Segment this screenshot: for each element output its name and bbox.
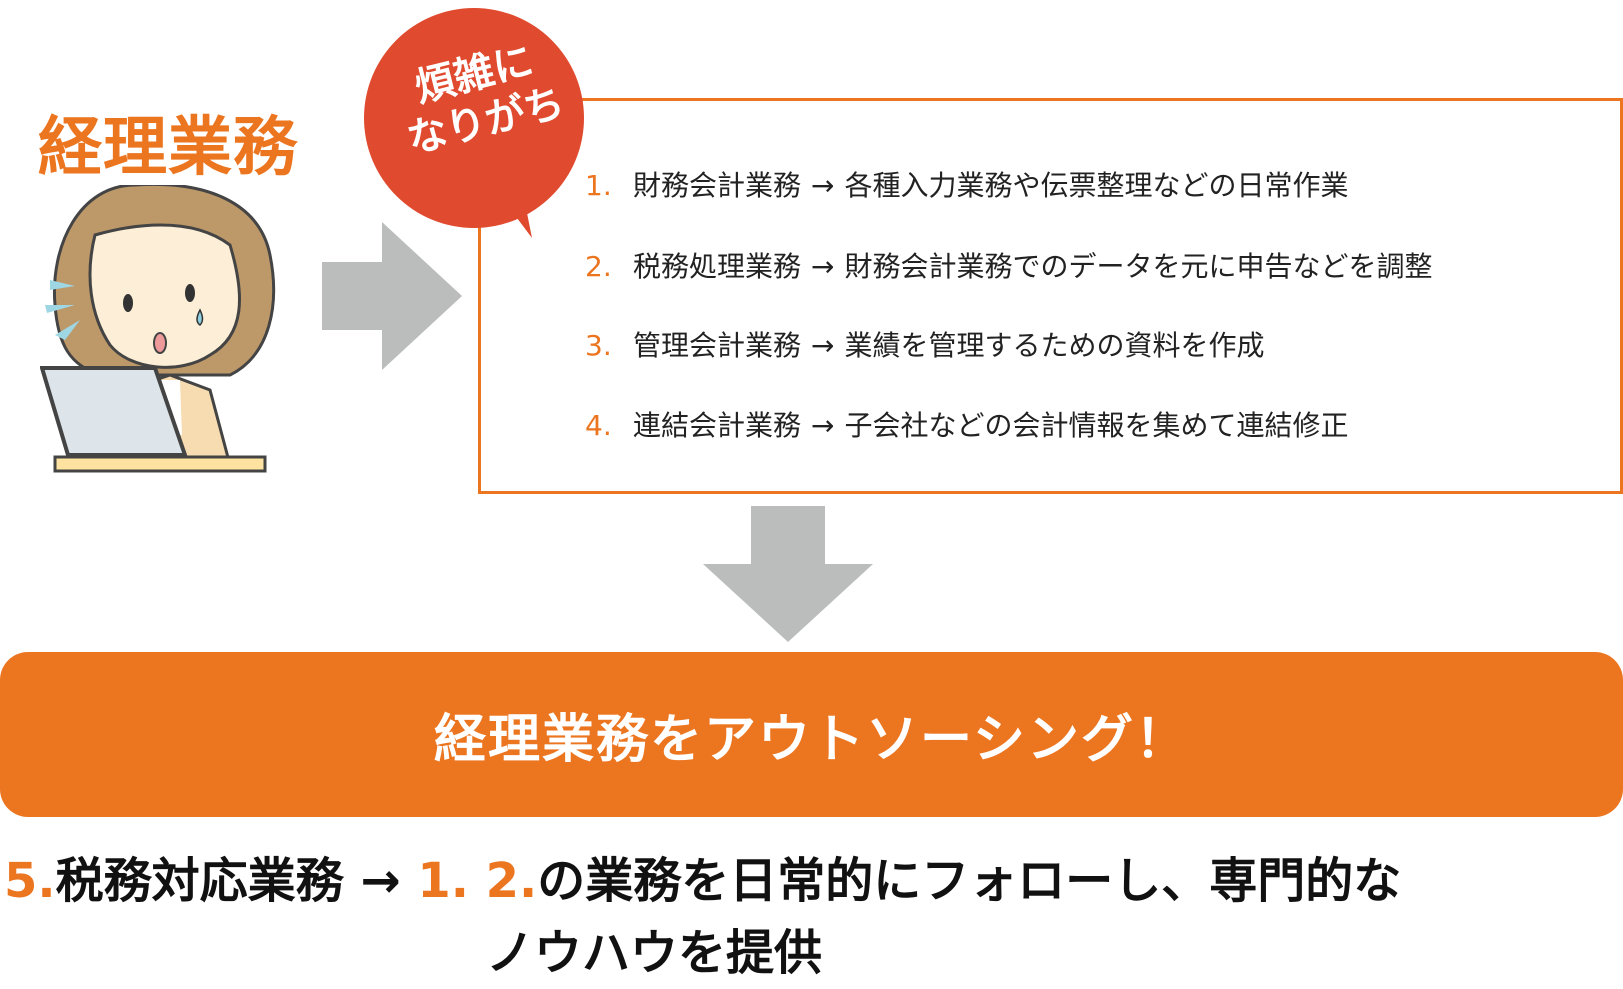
list-item: 2. 税務処理業務 → 財務会計業務でのデータを元に申告などを調整 bbox=[585, 245, 1433, 285]
outsourcing-banner: 経理業務をアウトソーシング！ bbox=[0, 652, 1623, 817]
list-item: 1. 財務会計業務 → 各種入力業務や伝票整理などの日常作業 bbox=[585, 164, 1349, 204]
arrow-icon: → bbox=[811, 329, 835, 362]
task-list-box bbox=[478, 98, 1623, 494]
bottom-refs: 1. 2. bbox=[417, 853, 538, 909]
arrow-icon: → bbox=[360, 853, 401, 909]
item-label: 税務処理業務 bbox=[633, 250, 802, 283]
item-label: 連結会計業務 bbox=[633, 409, 802, 442]
bottom-text-2: ノウハウを提供 bbox=[486, 925, 823, 981]
list-item: 3. 管理会計業務 → 業績を管理するための資料を作成 bbox=[585, 324, 1265, 364]
item-number: 4. bbox=[585, 409, 612, 442]
item-label: 管理会計業務 bbox=[633, 329, 802, 362]
down-arrow-icon bbox=[703, 506, 873, 642]
section-title: 経理業務 bbox=[38, 111, 298, 185]
list-item: 4. 連結会計業務 → 子会社などの会計情報を集めて連結修正 bbox=[585, 404, 1349, 444]
item-label: 財務会計業務 bbox=[633, 169, 802, 202]
bottom-label: 税務対応業務 bbox=[55, 853, 344, 909]
item-description: 子会社などの会計情報を集めて連結修正 bbox=[844, 409, 1349, 442]
item-description: 業績を管理するための資料を作成 bbox=[844, 329, 1265, 362]
bottom-number: 5. bbox=[4, 853, 56, 909]
item-description: 財務会計業務でのデータを元に申告などを調整 bbox=[844, 250, 1433, 283]
item-number: 1. bbox=[585, 169, 612, 202]
accountant-woman-illustration bbox=[40, 185, 276, 473]
bottom-text-1: の業務を日常的にフォローし、専門的な bbox=[537, 853, 1402, 909]
bottom-note: 5.税務対応業務 → 1. 2.の業務を日常的にフォローし、専門的な ノウハウを… bbox=[4, 845, 1623, 989]
speech-bubble bbox=[364, 8, 584, 238]
item-description: 各種入力業務や伝票整理などの日常作業 bbox=[844, 169, 1349, 202]
item-number: 3. bbox=[585, 329, 612, 362]
bottom-line-1: 5.税務対応業務 → 1. 2.の業務を日常的にフォローし、専門的な bbox=[4, 845, 1623, 917]
arrow-icon: → bbox=[811, 169, 835, 202]
item-number: 2. bbox=[585, 250, 612, 283]
arrow-icon: → bbox=[811, 250, 835, 283]
arrow-icon: → bbox=[811, 409, 835, 442]
right-arrow-icon bbox=[322, 222, 462, 370]
banner-text: 経理業務をアウトソーシング！ bbox=[434, 710, 1189, 770]
